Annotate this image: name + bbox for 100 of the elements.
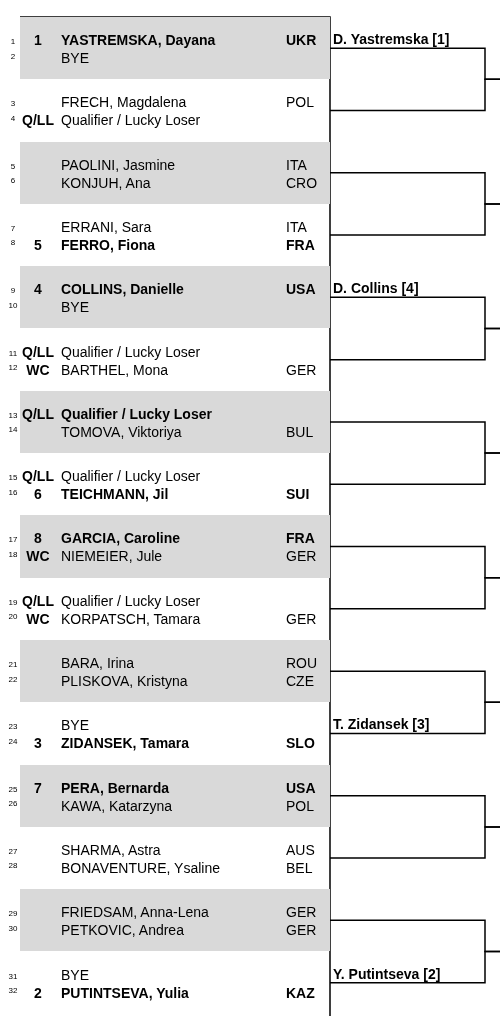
draw-number: 14 — [8, 425, 18, 435]
player-name: ZIDANSEK, Tamara — [61, 735, 190, 752]
player-name: BYE — [61, 299, 89, 316]
seed-label: WC — [26, 361, 50, 378]
country-code: FRA — [286, 236, 315, 253]
country-code: AUS — [286, 841, 315, 858]
country-code: GER — [286, 548, 317, 565]
draw-number: 27 — [8, 846, 18, 856]
player-name: ERRANI, Sara — [61, 218, 152, 235]
seed-label: 3 — [34, 735, 42, 752]
edge-label: D. Yastremska [1] — [333, 32, 450, 48]
draw-number: 22 — [8, 674, 18, 684]
draw-number: 28 — [8, 861, 18, 871]
draw-number: 7 — [10, 223, 16, 233]
draw-number: 18 — [8, 549, 18, 559]
country-code: GER — [286, 361, 317, 378]
player-name: PETKOVIC, Andrea — [61, 922, 184, 939]
player-name: PLISKOVA, Kristyna — [61, 673, 188, 689]
player-name: KORPATSCH, Tamara — [61, 610, 201, 627]
draw-number: 5 — [10, 161, 16, 171]
country-code: USA — [286, 281, 316, 298]
bracket-line — [329, 452, 500, 485]
bracket-line — [329, 203, 500, 236]
seed-label: Q/LL — [22, 468, 54, 485]
seed-label: WC — [26, 548, 50, 565]
draw-number: 31 — [8, 971, 18, 981]
draw-number: 24 — [8, 736, 18, 746]
country-code: BUL — [286, 423, 314, 440]
draw-band — [20, 764, 330, 827]
draw-band — [20, 889, 330, 952]
country-code: KAZ — [286, 984, 315, 1001]
draw-number: 20 — [8, 612, 18, 622]
draw-number: 2 — [10, 51, 16, 61]
draw-band — [20, 640, 330, 703]
draw-number: 17 — [8, 535, 18, 545]
draw-band — [20, 390, 330, 454]
draw-number: 29 — [8, 909, 18, 919]
player-name: COLLINS, Danielle — [61, 281, 184, 298]
player-name: BONAVENTURE, Ysaline — [61, 859, 220, 876]
player-name: Qualifier / Lucky Loser — [61, 405, 212, 422]
draw-number: 6 — [10, 176, 16, 186]
draw-number: 9 — [10, 286, 16, 296]
country-code: GER — [286, 610, 317, 627]
draw-number: 11 — [8, 348, 18, 358]
player-name: PAOLINI, Jasmine — [61, 156, 176, 173]
player-name: BARA, Irina — [61, 655, 135, 671]
country-code: SUI — [286, 486, 310, 503]
seed-label: Q/LL — [22, 592, 54, 609]
draw-number: 26 — [8, 799, 18, 809]
country-code: UKR — [286, 32, 317, 48]
draw-number: 21 — [8, 660, 18, 669]
bracket-line — [329, 950, 500, 984]
country-code: ITA — [286, 218, 307, 235]
player-name: TOMOVA, Viktoriya — [61, 423, 182, 440]
player-name: SHARMA, Astra — [61, 841, 161, 858]
player-name: FRECH, Magdalena — [61, 94, 187, 111]
player-name: BYE — [61, 966, 89, 983]
country-code: GER — [286, 922, 317, 939]
player-name: Qualifier / Lucky Loser — [61, 112, 201, 129]
country-code: FRA — [286, 530, 315, 547]
player-name: BYE — [61, 50, 89, 66]
draw-number: 3 — [10, 99, 16, 109]
player-name: PERA, Bernarda — [61, 779, 170, 796]
draw-number: 13 — [8, 410, 18, 420]
player-name: Qualifier / Lucky Loser — [61, 343, 201, 360]
draw-number: 15 — [8, 473, 18, 483]
seed-label: 4 — [34, 281, 42, 298]
draw-number: 25 — [8, 784, 18, 794]
edge-label: Y. Putintseva [2] — [333, 966, 441, 982]
bracket-line — [329, 78, 500, 112]
country-code: GER — [286, 904, 317, 921]
bracket-line — [329, 327, 500, 361]
draw-band — [20, 266, 330, 329]
country-code: CRO — [286, 174, 318, 191]
player-name: FERRO, Fiona — [61, 236, 156, 253]
draw-number: 8 — [10, 238, 16, 248]
seed-label: Q/LL — [22, 112, 54, 129]
draw-number: 16 — [8, 487, 18, 497]
player-name: PUTINTSEVA, Yulia — [61, 984, 189, 1001]
player-name: GARCIA, Caroline — [61, 530, 180, 547]
draw-number: 30 — [8, 923, 18, 933]
draw-band — [20, 515, 330, 578]
player-name: YASTREMSKA, Dayana — [61, 32, 216, 48]
bracket-line — [329, 826, 500, 859]
seed-label: 1 — [34, 32, 42, 48]
player-name: KONJUH, Ana — [61, 174, 151, 191]
country-code: CZE — [286, 673, 314, 689]
seed-label: 7 — [34, 779, 42, 796]
draw-number: 32 — [8, 986, 18, 995]
player-name: BARTHEL, Mona — [61, 361, 169, 378]
country-code: POL — [286, 94, 314, 111]
player-name: NIEMEIER, Jule — [61, 548, 163, 565]
seed-label: 6 — [34, 486, 42, 503]
bracket-line — [329, 576, 500, 610]
seed-label: 5 — [34, 236, 42, 253]
country-code: ITA — [286, 156, 307, 173]
draw-number: 12 — [8, 363, 18, 372]
country-code: ROU — [286, 655, 318, 671]
player-name: KAWA, Katarzyna — [61, 797, 172, 814]
player-name: Qualifier / Lucky Loser — [61, 592, 201, 609]
